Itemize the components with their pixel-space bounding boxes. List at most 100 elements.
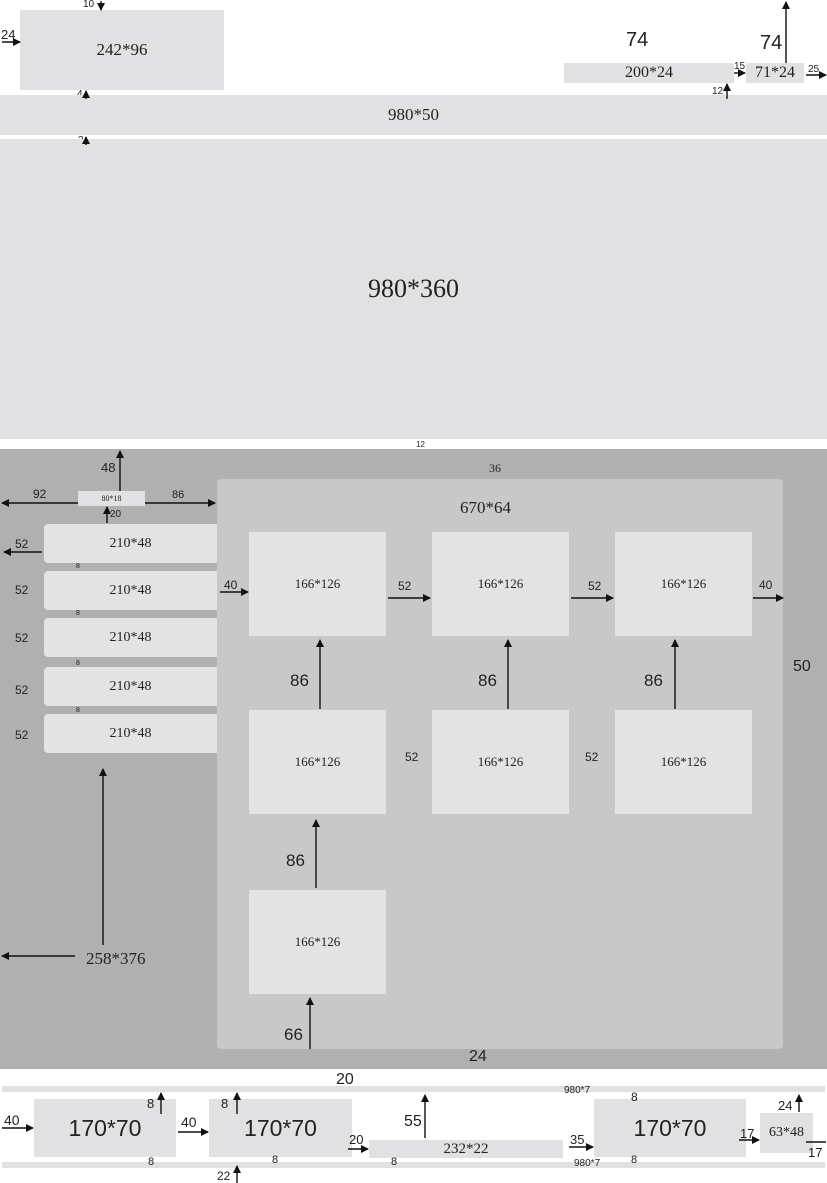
footer-left-gap: 40 — [4, 1112, 20, 1128]
card: 166*126 — [432, 532, 569, 636]
content-right-gap: 50 — [793, 658, 811, 675]
footer-mid-gap: 40 — [181, 1114, 197, 1130]
search-top-gap: 55 — [404, 1113, 422, 1130]
menu-item-label: 210*48 — [109, 629, 152, 645]
vertical-gap: 86 — [478, 671, 497, 690]
small-box: 80*18 — [78, 491, 145, 506]
banner-box-label: 980*360 — [368, 274, 459, 303]
button-top-label: 74 — [760, 32, 783, 54]
footer-box: 170*70 — [209, 1099, 352, 1157]
line-top-label: 980*7 — [564, 1085, 591, 1096]
menu-item[interactable]: 210*48 — [44, 714, 217, 753]
footer-search-box: 232*22 — [369, 1140, 563, 1158]
box-bottom-gap: 8 — [631, 1154, 638, 1166]
small-top-gap: 24 — [778, 1098, 793, 1113]
menu-item-gap: 8 — [76, 660, 80, 667]
footer-box-label: 170*70 — [633, 1114, 707, 1141]
box-bottom-gap: 8 — [148, 1156, 155, 1168]
card-row-gap: 52 — [588, 579, 602, 593]
card-right-gap: 40 — [759, 578, 773, 592]
content-header-label: 670*64 — [460, 498, 511, 517]
menu-item-label: 210*48 — [109, 582, 152, 598]
small-box-right: 86 — [172, 489, 185, 501]
card-label: 166*126 — [660, 754, 707, 769]
card: 166*126 — [432, 710, 569, 814]
banner-box: 980*360 — [0, 139, 827, 439]
menu-left-gap: 52 — [15, 583, 29, 597]
vertical-gap-lower: 86 — [286, 851, 305, 870]
button-box-label: 71*24 — [755, 64, 795, 81]
small-right-gap: 17 — [808, 1145, 823, 1160]
card-label: 166*126 — [477, 576, 524, 591]
small-box-left: 92 — [33, 487, 47, 501]
below-second-gap: 22 — [217, 1169, 231, 1183]
banner-gap-below: 12 — [416, 440, 425, 449]
footer-box: 170*70 — [34, 1099, 176, 1157]
footer-small-box-label: 63*48 — [769, 1125, 804, 1140]
card-mid-gap: 52 — [585, 750, 599, 764]
menu-item-label: 210*48 — [109, 535, 152, 551]
menu-item-gap: 8 — [76, 707, 80, 714]
search-top-label: 74 — [626, 29, 649, 51]
menu-item[interactable]: 210*48 — [44, 524, 217, 563]
menu-item[interactable]: 210*48 — [44, 618, 217, 657]
card-label: 166*126 — [660, 576, 707, 591]
box-bottom-gap: 8 — [272, 1154, 279, 1166]
small-box-label: 80*18 — [101, 494, 122, 503]
small-box-bottom: 20 — [110, 509, 122, 520]
card-label: 166*126 — [477, 754, 524, 769]
logo-bottom-gap: 4 — [77, 90, 83, 100]
card-left-gap: 40 — [224, 578, 238, 592]
nav-bar-label: 980*50 — [388, 105, 439, 124]
button-gap-left: 15 — [734, 61, 746, 72]
small-box-top: 48 — [101, 460, 116, 475]
menu-item-gap: 8 — [76, 610, 80, 617]
card-label: 166*126 — [294, 934, 341, 949]
menu-left-gap: 52 — [15, 631, 29, 645]
card: 166*126 — [249, 532, 386, 636]
menu-item-label: 210*48 — [109, 725, 152, 741]
card: 166*126 — [615, 532, 752, 636]
menu-item[interactable]: 210*48 — [44, 667, 217, 706]
line-bottom-label: 980*7 — [574, 1158, 601, 1169]
nav-bar: 980*50 — [0, 95, 827, 135]
vertical-gap: 86 — [644, 671, 663, 690]
footer-search-box-label: 232*22 — [443, 1140, 489, 1157]
footer-box-label: 170*70 — [244, 1114, 317, 1141]
box-top-gap: 8 — [631, 1090, 638, 1104]
menu-item-label: 210*48 — [109, 678, 152, 694]
card: 166*126 — [249, 890, 386, 994]
button-gap-right: 25 — [808, 64, 820, 75]
menu-left-gap: 52 — [15, 537, 29, 551]
menu-item[interactable]: 210*48 — [44, 571, 217, 610]
content-bottom-gap: 24 — [469, 1048, 487, 1065]
bottom-card-gap: 66 — [284, 1025, 303, 1044]
button-gap-bottom: 12 — [712, 86, 724, 97]
search-box-label: 200*24 — [625, 64, 673, 81]
footer-top-gap: 20 — [336, 1071, 354, 1088]
box-top-gap: 8 — [221, 1096, 229, 1111]
menu-item-gap: 8 — [76, 563, 80, 570]
vertical-gap: 86 — [290, 671, 309, 690]
after-second-gap: 20 — [349, 1132, 364, 1147]
footer-box: 170*70 — [594, 1099, 746, 1157]
search-box: 200*24 — [564, 63, 734, 83]
footer-top-line — [2, 1086, 825, 1092]
box-top-gap: 8 — [147, 1096, 155, 1111]
card-mid-gap: 52 — [405, 750, 419, 764]
logo-box-label: 242*96 — [96, 40, 148, 59]
card: 166*126 — [249, 710, 386, 814]
footer-small-box: 63*48 — [760, 1113, 813, 1153]
card-label: 166*126 — [294, 754, 341, 769]
button-box: 71*24 — [746, 63, 804, 83]
menu-left-gap: 52 — [15, 683, 29, 697]
main-top-gap: 36 — [489, 461, 501, 475]
third-right-gap: 17 — [740, 1126, 755, 1141]
card-row-gap: 52 — [398, 579, 412, 593]
logo-top-gap: 10 — [83, 0, 95, 10]
search-right-gap: 35 — [570, 1132, 585, 1147]
search-bottom-gap: 8 — [391, 1156, 398, 1168]
card: 166*126 — [615, 710, 752, 814]
footer-box-label: 170*70 — [68, 1114, 142, 1141]
